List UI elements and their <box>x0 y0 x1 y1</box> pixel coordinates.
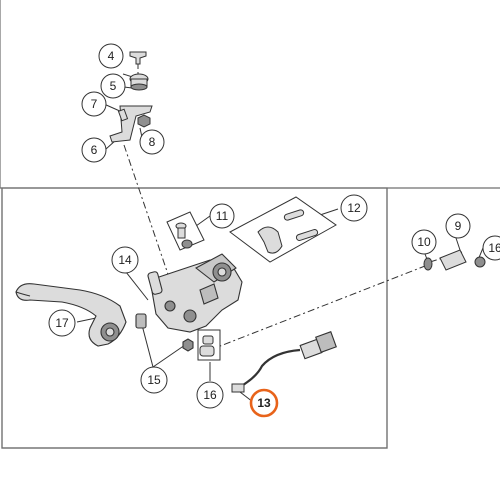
svg-text:13: 13 <box>257 396 271 410</box>
right-side-parts <box>423 249 486 271</box>
callout-4[interactable]: 4 <box>98 43 124 69</box>
callout-12[interactable]: 12 <box>340 194 368 222</box>
svg-text:5: 5 <box>110 79 117 93</box>
callout-17[interactable]: 17 <box>48 309 76 337</box>
callout-13-highlighted[interactable]: 13 <box>249 388 279 418</box>
svg-text:8: 8 <box>149 135 156 149</box>
callout-5[interactable]: 5 <box>100 73 126 99</box>
callout-16-right[interactable]: 16 <box>482 235 500 261</box>
svg-text:12: 12 <box>347 201 361 215</box>
callout-8[interactable]: 8 <box>139 129 165 155</box>
svg-text:6: 6 <box>91 143 98 157</box>
master-cylinder-body <box>135 253 243 352</box>
callout-10[interactable]: 10 <box>411 229 437 255</box>
svg-text:7: 7 <box>91 97 98 111</box>
callout-6[interactable]: 6 <box>81 137 107 163</box>
part-11-valve <box>175 222 193 249</box>
svg-text:9: 9 <box>455 219 462 233</box>
svg-text:15: 15 <box>147 373 161 387</box>
svg-text:16: 16 <box>488 241 500 255</box>
callout-9[interactable]: 9 <box>445 213 471 239</box>
svg-text:4: 4 <box>108 49 115 63</box>
part-16-fitting <box>199 335 215 357</box>
svg-text:16: 16 <box>203 388 217 402</box>
switch-cable-13 <box>231 331 337 393</box>
clamp-parts <box>109 51 153 143</box>
assembly-frame-box <box>1 187 388 449</box>
svg-text:17: 17 <box>55 316 69 330</box>
callout-11[interactable]: 11 <box>209 203 235 229</box>
part-12-pins <box>257 209 319 254</box>
callout-7[interactable]: 7 <box>81 91 107 117</box>
svg-text:14: 14 <box>118 253 132 267</box>
kit-box-12 <box>229 196 337 263</box>
callout-16[interactable]: 16 <box>196 381 224 409</box>
svg-text:10: 10 <box>417 235 431 249</box>
brake-lever-17 <box>15 283 127 347</box>
callout-15[interactable]: 15 <box>140 366 168 394</box>
svg-text:11: 11 <box>216 209 229 223</box>
callout-14[interactable]: 14 <box>111 246 139 274</box>
